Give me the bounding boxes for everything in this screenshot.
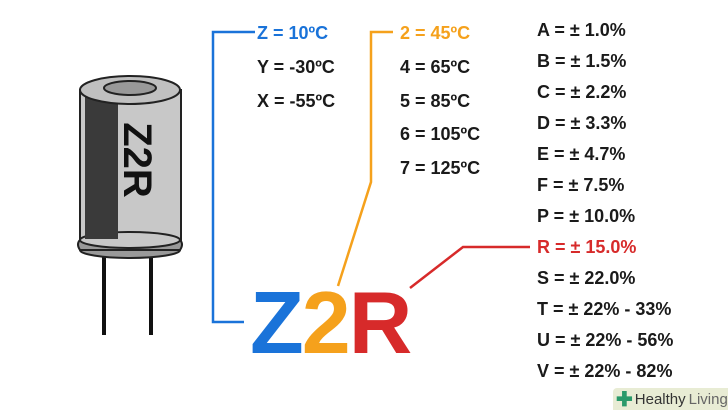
code-z2r: Z2R bbox=[250, 278, 412, 368]
code-char-temp-high: 2 bbox=[301, 273, 351, 372]
tolerance-item: C = ± 2.2% bbox=[537, 82, 627, 102]
tolerance-item: D = ± 3.3% bbox=[537, 113, 627, 133]
high-temp-6: 6 = 105ºC bbox=[400, 124, 481, 144]
high-temp-4: 4 = 65ºC bbox=[400, 57, 471, 77]
high-temp-7: 7 = 125ºC bbox=[400, 158, 481, 178]
logo-word-1: Healthy bbox=[634, 390, 686, 408]
cross-icon: ✚ bbox=[616, 388, 633, 411]
logo-word-2: Living bbox=[688, 390, 728, 408]
code-char-temp-low: Z bbox=[250, 273, 304, 372]
tolerance-item: E = ± 4.7% bbox=[537, 144, 626, 164]
code-char-tolerance: R bbox=[348, 273, 413, 372]
low-temp-x: X = -55ºC bbox=[257, 91, 336, 111]
red-connector bbox=[409, 245, 530, 289]
orange-connector bbox=[336, 30, 393, 287]
tolerance-item: F = ± 7.5% bbox=[537, 175, 625, 195]
tolerance-item: T = ± 22% - 33% bbox=[537, 299, 672, 319]
tolerance-item: P = ± 10.0% bbox=[537, 206, 636, 226]
tolerance-item: B = ± 1.5% bbox=[537, 51, 627, 71]
high-temp-2: 2 = 45ºC bbox=[400, 23, 471, 43]
tolerance-item: R = ± 15.0% bbox=[537, 237, 637, 257]
high-temp-5: 5 = 85ºC bbox=[400, 91, 471, 111]
capacitor-illustration: Z2R bbox=[77, 75, 183, 335]
tolerance-item: S = ± 22.0% bbox=[537, 268, 636, 288]
tolerance-item: U = ± 22% - 56% bbox=[537, 330, 674, 350]
tolerance-item: A = ± 1.0% bbox=[537, 20, 626, 40]
low-temp-z: Z = 10ºC bbox=[257, 23, 329, 43]
blue-connector bbox=[211, 30, 255, 324]
low-temp-y: Y = -30ºC bbox=[257, 57, 335, 77]
capacitor-text: Z2R bbox=[115, 122, 159, 198]
tolerance-item: V = ± 22% - 82% bbox=[537, 361, 673, 381]
